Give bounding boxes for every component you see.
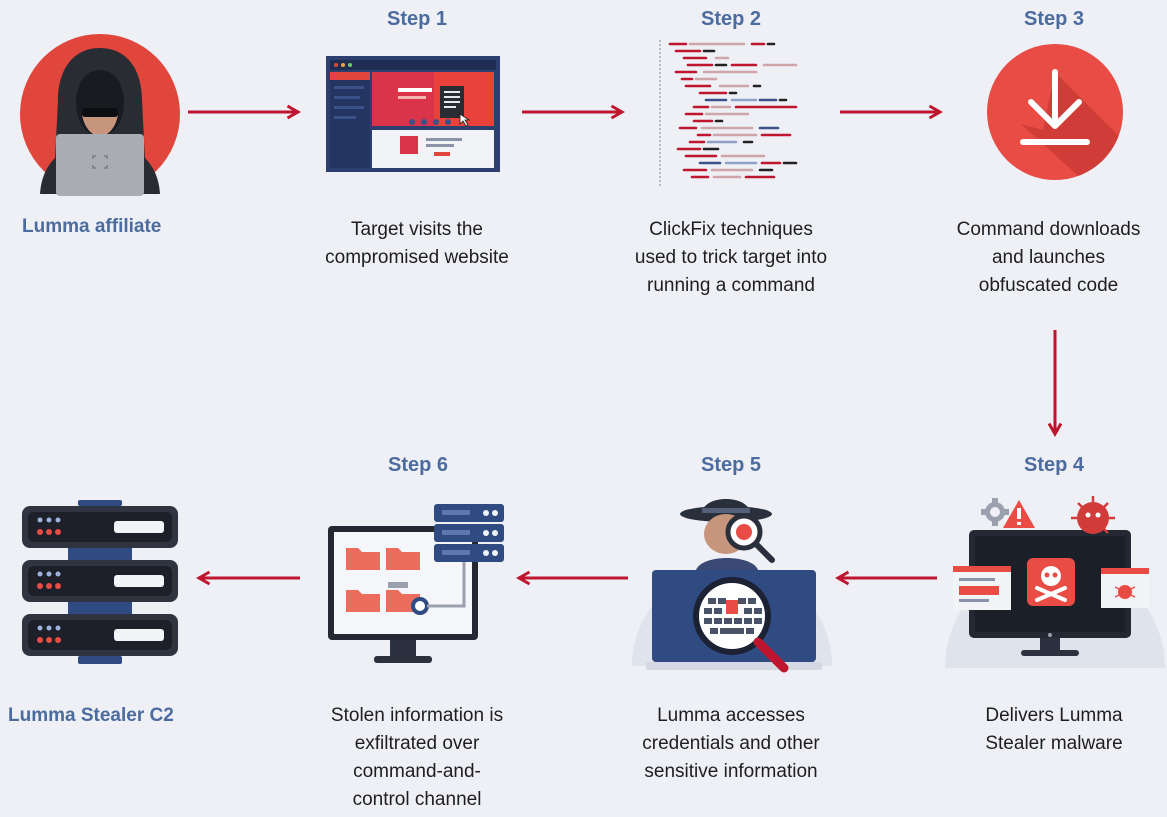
website-icon [326,56,500,172]
step-6-title: Step 6 [387,454,449,476]
malware-monitor-icon [945,496,1165,668]
download-icon [987,44,1123,180]
exfiltration-monitor-icon [328,504,504,663]
code-icon [659,40,798,186]
step-3-title: Step 3 [1023,8,1085,30]
step-4-title: Step 4 [1023,454,1085,476]
step-2-title: Step 2 [700,8,762,30]
server-rack-icon [22,500,178,664]
spy-magnifier-icon [632,499,832,673]
hacker-icon [20,34,180,196]
step-1-title: Step 1 [386,8,448,30]
c2-label: Lumma Stealer C2 [8,705,174,726]
step-5-title: Step 5 [700,454,762,476]
affiliate-label: Lumma affiliate [22,216,162,237]
